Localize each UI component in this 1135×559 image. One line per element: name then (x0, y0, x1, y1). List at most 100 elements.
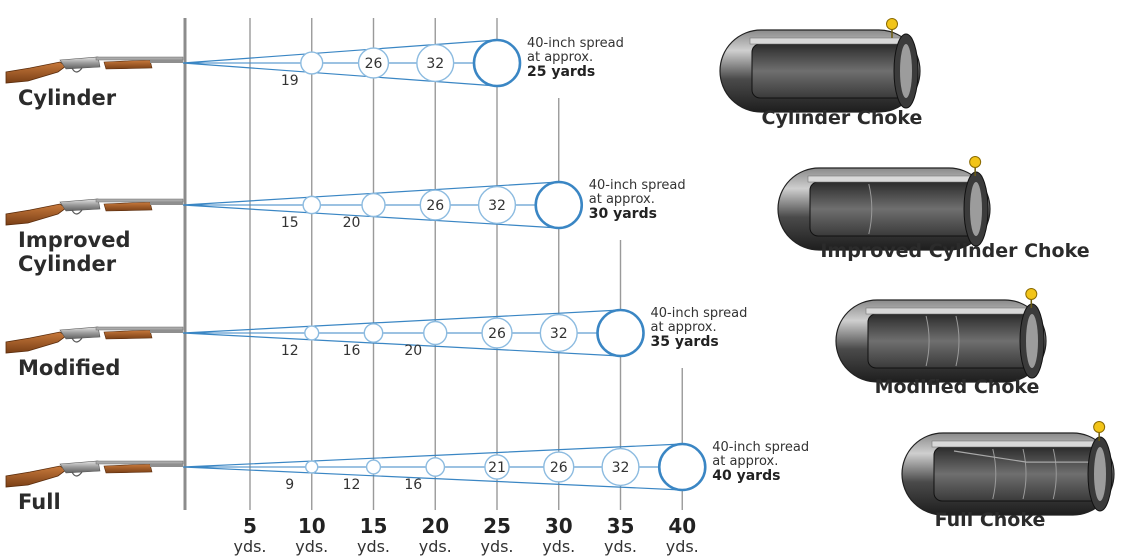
pattern-diameter-label: 16 (404, 477, 422, 493)
pattern-diameter-label: 20 (404, 343, 422, 359)
pattern-circle-15-yds: 26 (357, 47, 390, 79)
pattern-diameter-label: 26 (550, 460, 568, 476)
pattern-circle-25-yds: 32 (477, 185, 517, 225)
pattern-diameter-label: 32 (612, 460, 630, 476)
axis-unit-40: yds. (666, 537, 699, 556)
pattern-cone (182, 309, 621, 357)
pattern-circle-20-yds: 32 (416, 43, 455, 83)
axis-unit-25: yds. (480, 537, 513, 556)
pattern-diameter-label: 19 (281, 73, 299, 89)
pattern-diameter-label: 26 (426, 198, 444, 214)
axis-label-5: 5 (243, 514, 257, 538)
distance-axis: 5yds.10yds.15yds.20yds.25yds.30yds.35yds… (233, 514, 698, 556)
spread-note-line3: 35 yards (651, 334, 719, 350)
axis-unit-5: yds. (233, 537, 266, 556)
pattern-circle-20-yds: 16 (404, 457, 446, 493)
shotgun-icon (5, 460, 184, 488)
pattern-diameter-label: 21 (488, 460, 506, 476)
axis-unit-15: yds. (357, 537, 390, 556)
pattern-circle-15-yds: 20 (343, 192, 386, 231)
axis-label-25: 25 (483, 514, 511, 538)
axis-label-35: 35 (607, 514, 635, 538)
pattern-circle-25-yds: 21 (484, 454, 510, 480)
pattern-diameter-label: 32 (550, 326, 568, 342)
pattern-circle-15-yds: 12 (343, 459, 382, 493)
pattern-diameter-label: 12 (281, 343, 299, 359)
full-spread-circle (472, 38, 522, 88)
axis-label-40: 40 (668, 514, 696, 538)
choke-name-label: Modified (18, 356, 120, 380)
axis-unit-30: yds. (542, 537, 575, 556)
spread-note-line1: 40-inch spread (589, 178, 686, 193)
spread-note-line3: 30 yards (589, 206, 657, 222)
pattern-diameter-label: 26 (488, 326, 506, 342)
choke-name-label: Cylinder (18, 86, 117, 110)
axis-label-10: 10 (298, 514, 326, 538)
cylinder-choke-tube-icon: Cylinder Choke (719, 18, 923, 129)
shotgun-icon (5, 326, 184, 354)
pattern-circle-20-yds: 26 (419, 189, 451, 221)
pattern-circle-10-yds: 9 (285, 460, 319, 493)
pattern-circle-25-yds: 26 (481, 317, 513, 349)
full-spread-circle (657, 442, 707, 492)
pattern-circle-20-yds: 20 (404, 320, 448, 359)
pattern-circle-35-yds: 32 (601, 447, 640, 487)
choke-name-label: Full (18, 490, 61, 514)
axis-unit-20: yds. (419, 537, 452, 556)
pattern-diameter-label: 9 (285, 477, 294, 493)
full-spread-circle (534, 180, 584, 230)
distance-gridlines (183, 18, 683, 510)
axis-label-30: 30 (545, 514, 573, 538)
pattern-diameter-label: 15 (281, 215, 299, 231)
spread-note-line2: at approx. (527, 50, 593, 65)
pattern-circle-15-yds: 16 (343, 323, 384, 359)
pattern-circle-10-yds: 12 (281, 325, 320, 359)
pattern-diameter-label: 16 (343, 343, 361, 359)
spread-note-line2: at approx. (712, 454, 778, 469)
spread-note-line1: 40-inch spread (527, 36, 624, 51)
shotgun-icon (5, 56, 184, 84)
pattern-circle-30-yds: 26 (543, 451, 575, 483)
marker-pin-icon (1093, 421, 1106, 433)
axis-label-20: 20 (421, 514, 449, 538)
pattern-diameter-label: 32 (488, 198, 506, 214)
full-spread-circle (596, 308, 645, 358)
spread-note-line2: at approx. (589, 192, 655, 207)
choke-tube-label: Cylinder Choke (762, 107, 923, 129)
pattern-diameter-label: 12 (343, 477, 361, 493)
modified-choke-tube-icon: Modified Choke (835, 288, 1047, 398)
pattern-circle-10-yds: 15 (281, 195, 322, 231)
spread-note-line1: 40-inch spread (651, 306, 748, 321)
spread-note-line3: 25 yards (527, 64, 595, 80)
pattern-circle-30-yds: 32 (539, 313, 578, 353)
shotgun-icon (5, 198, 184, 226)
spread-note-line1: 40-inch spread (712, 440, 809, 455)
spread-note-line2: at approx. (651, 320, 717, 335)
improved-cylinder-choke-tube-icon: Improved Cylinder Choke (777, 156, 1090, 262)
pattern-diameter-label: 32 (426, 56, 444, 72)
pattern-cone (182, 39, 498, 87)
axis-unit-10: yds. (295, 537, 328, 556)
axis-label-15: 15 (360, 514, 388, 538)
marker-pin-icon (886, 18, 898, 30)
axis-unit-35: yds. (604, 537, 637, 556)
marker-pin-icon (969, 156, 982, 168)
pattern-diameter-label: 26 (365, 56, 383, 72)
choke-tube-label: Full Choke (935, 509, 1046, 531)
choke-tube-label: Improved Cylinder Choke (820, 240, 1089, 262)
pattern-diameter-label: 20 (343, 215, 361, 231)
marker-pin-icon (1025, 288, 1038, 300)
choke-tube-label: Modified Choke (875, 376, 1040, 398)
pattern-circle-10-yds: 19 (281, 51, 324, 89)
full-choke-tube-icon: Full Choke (901, 421, 1115, 531)
spread-note-line3: 40 yards (712, 468, 780, 484)
pattern-cone (182, 443, 683, 491)
